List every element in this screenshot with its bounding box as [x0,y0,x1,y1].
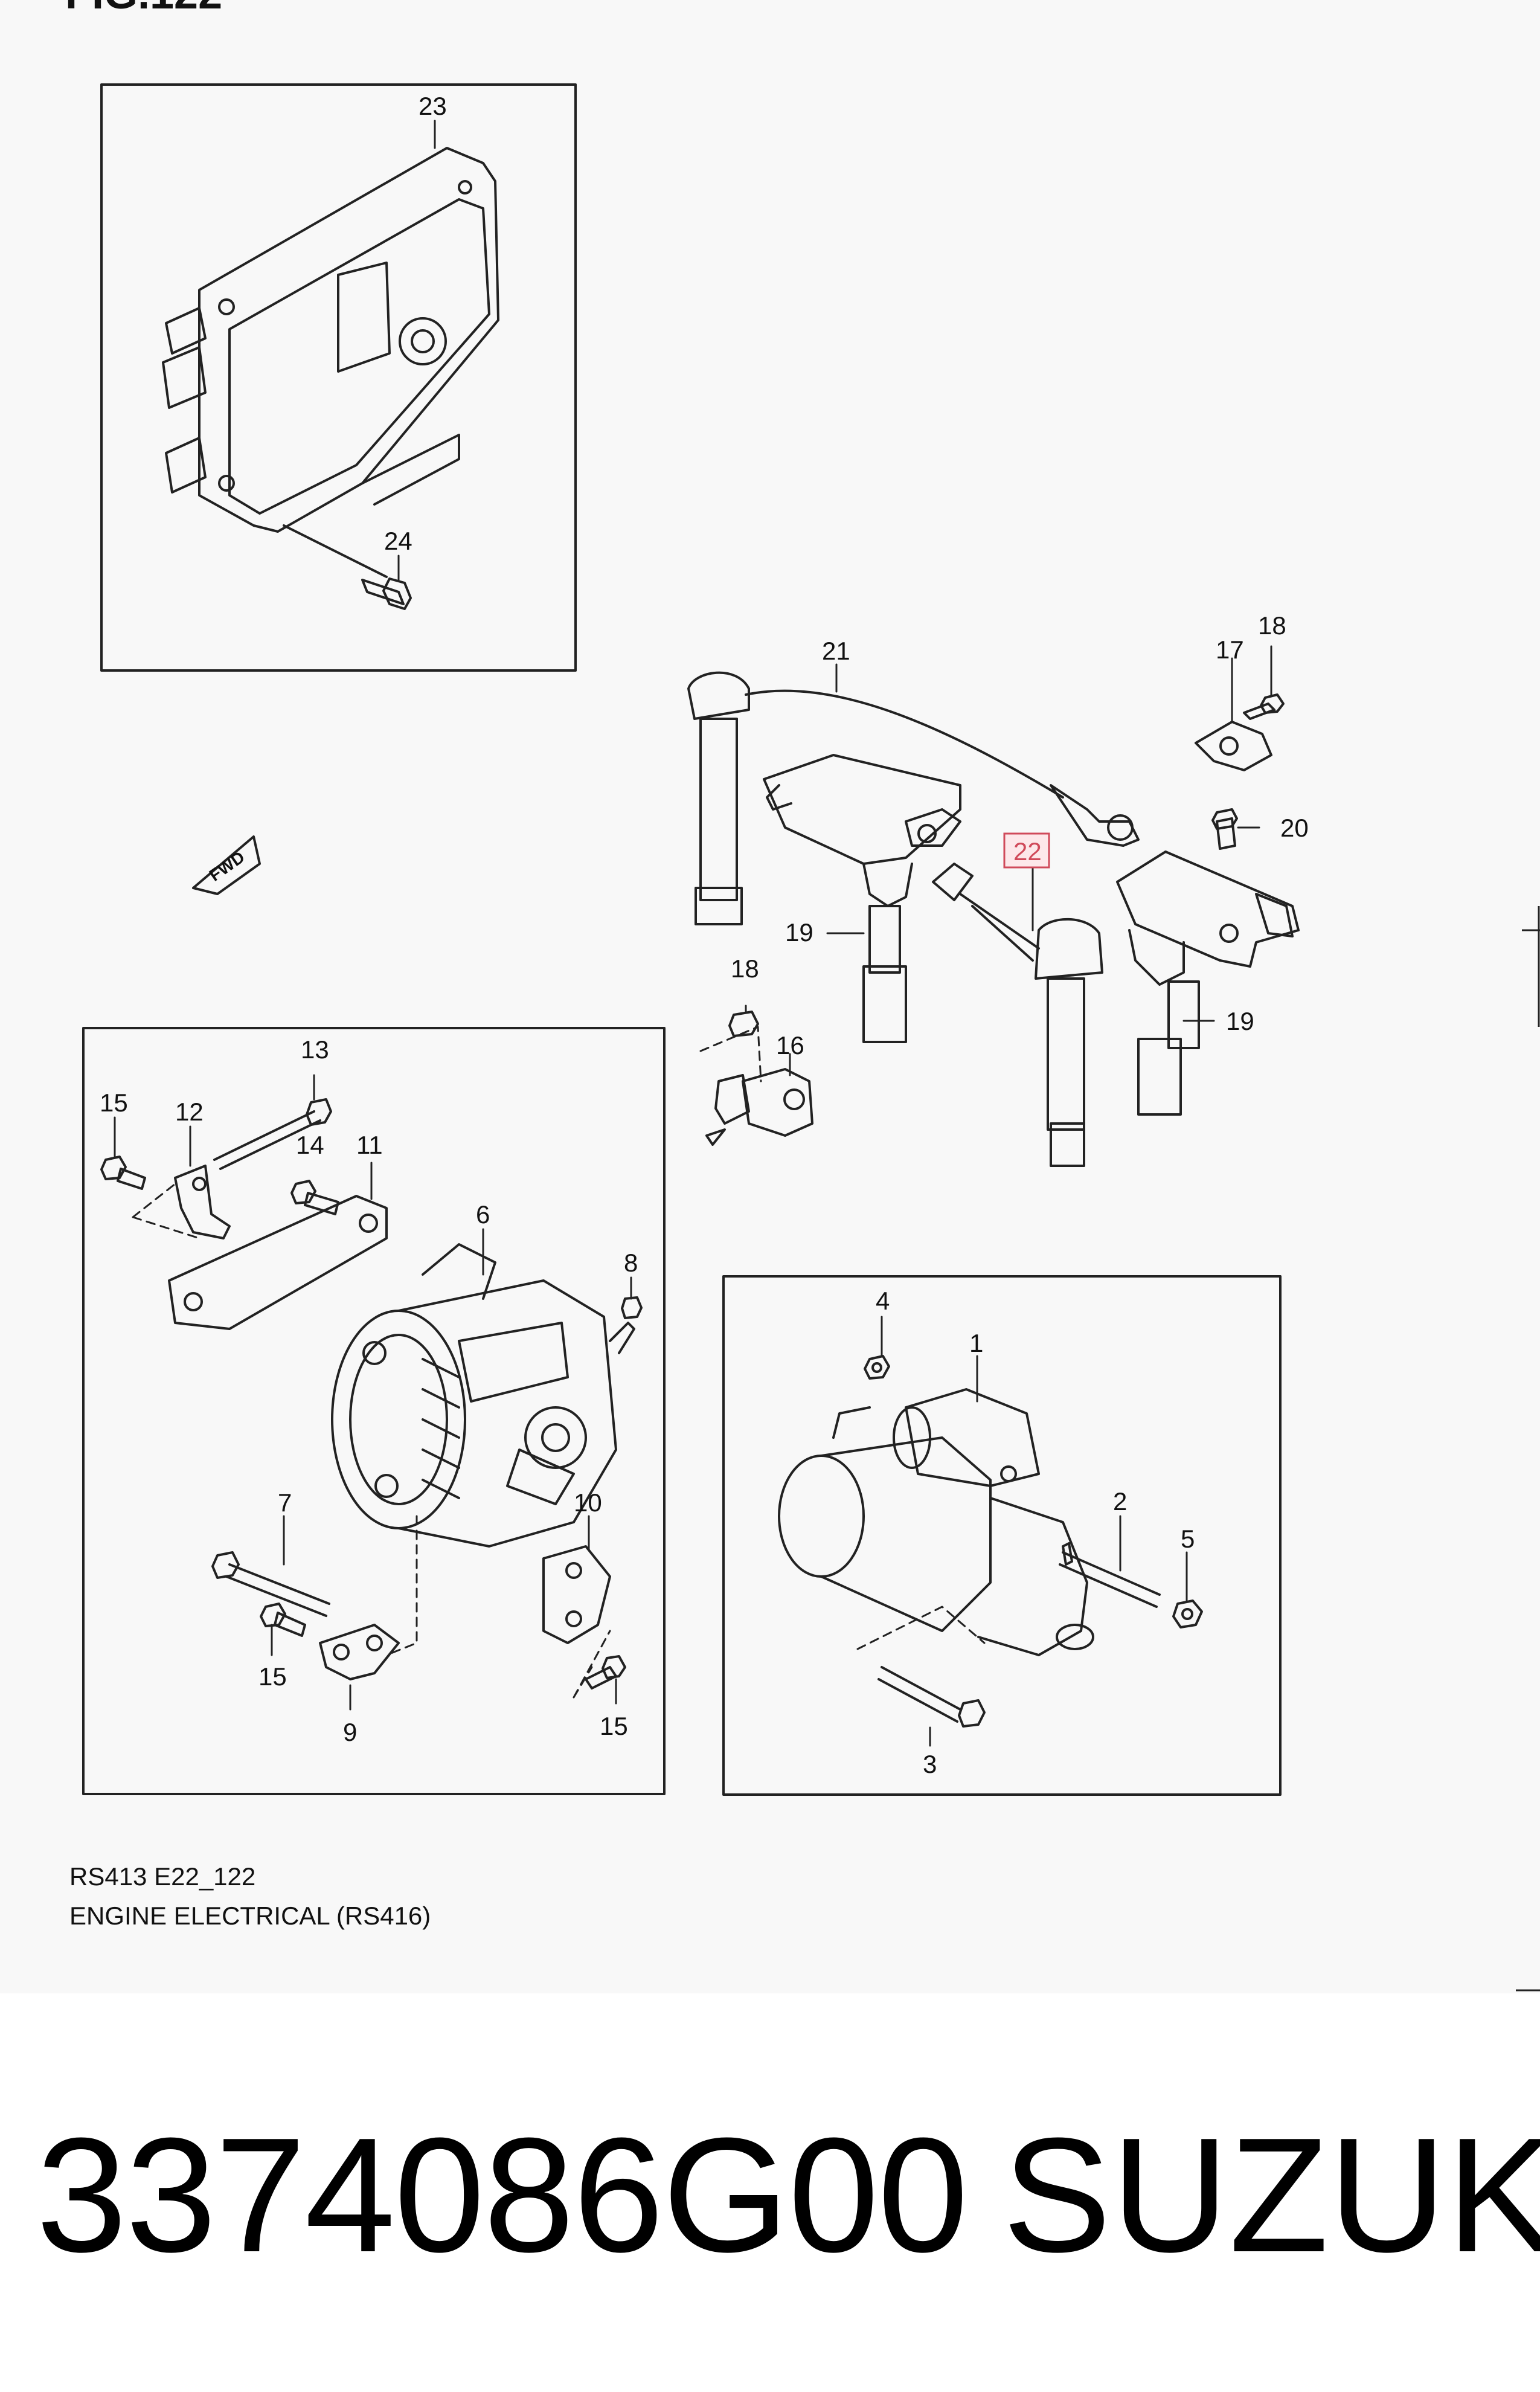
callout-11: 11 [356,1131,383,1159]
bolt-13 [213,1098,332,1170]
starter-frame [722,1275,1282,1796]
ecu-frame [100,83,577,672]
sensor-16 [705,1011,813,1146]
callout-21: 21 [822,637,850,665]
edge-marks [1516,906,1540,1992]
bracket-9 [319,1624,400,1680]
callout-17: 17 [1216,635,1244,664]
callout-15-c: 15 [600,1712,628,1740]
callout-4: 4 [876,1287,890,1315]
callout-13: 13 [301,1035,329,1064]
callout-22: 22 [1013,837,1042,866]
callout-18-top: 18 [1258,611,1286,640]
callout-23: 23 [419,92,447,120]
bracket-10 [542,1545,611,1644]
bolt-20 [1211,808,1238,850]
ignition-coil-right [1116,850,1300,1116]
callout-7: 7 [278,1488,292,1517]
bolt-15-right [585,1655,626,1690]
diagram-sheet: FIG.122 [65,0,1540,1992]
bracket-12 [174,1165,231,1239]
fwd-label: FWD [206,847,248,885]
callout-19-right: 19 [1226,1007,1254,1035]
bolt-7 [211,1551,330,1617]
callout-1: 1 [969,1329,983,1357]
alternator-frame [82,1027,666,1795]
callout-10: 10 [574,1488,602,1517]
ecu-unit [162,147,499,578]
bolt-24 [361,577,412,610]
callout-5: 5 [1181,1525,1195,1553]
sensor-17 [1195,693,1285,771]
callout-24: 24 [384,527,412,555]
alternator-6 [331,1243,617,1548]
spark-plug-cable-22 [932,863,1103,1167]
nut-4 [864,1355,890,1380]
callout-15-b: 15 [258,1662,287,1691]
bolt-14 [290,1180,339,1215]
callout-2: 2 [1113,1487,1127,1516]
callout-9: 9 [343,1718,357,1746]
starter-motor-1 [778,1388,1094,1656]
alternator-bracket-11 [168,1195,388,1330]
part-number: 3374086G00 [36,2104,968,2286]
callout-8: 8 [624,1249,638,1277]
figure-header: FIG.122 [65,0,222,18]
callout-12: 12 [175,1098,204,1126]
callout-15-a: 15 [100,1088,128,1117]
leader-lines [114,120,1272,1747]
callout-3: 3 [923,1750,937,1778]
figure-code: RS413 E22_122 [69,1862,256,1891]
callout-22-highlight[interactable]: 22 [1003,832,1050,869]
bolt-3 [877,1666,986,1728]
callout-19-left: 19 [785,918,813,947]
callout-16: 16 [776,1031,804,1059]
callout-6: 6 [476,1200,490,1229]
bolt-2 [1059,1542,1161,1608]
callout-20: 20 [1280,814,1309,842]
bolt-8 [609,1296,643,1354]
ignition-coil-left [763,754,961,1043]
parts-diagram: FIG.122 [65,0,1540,1992]
callout-14: 14 [296,1131,324,1159]
brand-name: SUZUKI [1003,2104,1540,2286]
fwd-arrow: FWD [192,835,261,895]
nut-5 [1172,1599,1203,1628]
bolt-15-left [260,1603,306,1637]
figure-description: ENGINE ELECTRICAL (RS416) [69,1902,431,1930]
spark-plug-cable-21 [687,671,1140,925]
callout-18-mid: 18 [731,954,759,983]
bolt-15-top [100,1156,146,1190]
